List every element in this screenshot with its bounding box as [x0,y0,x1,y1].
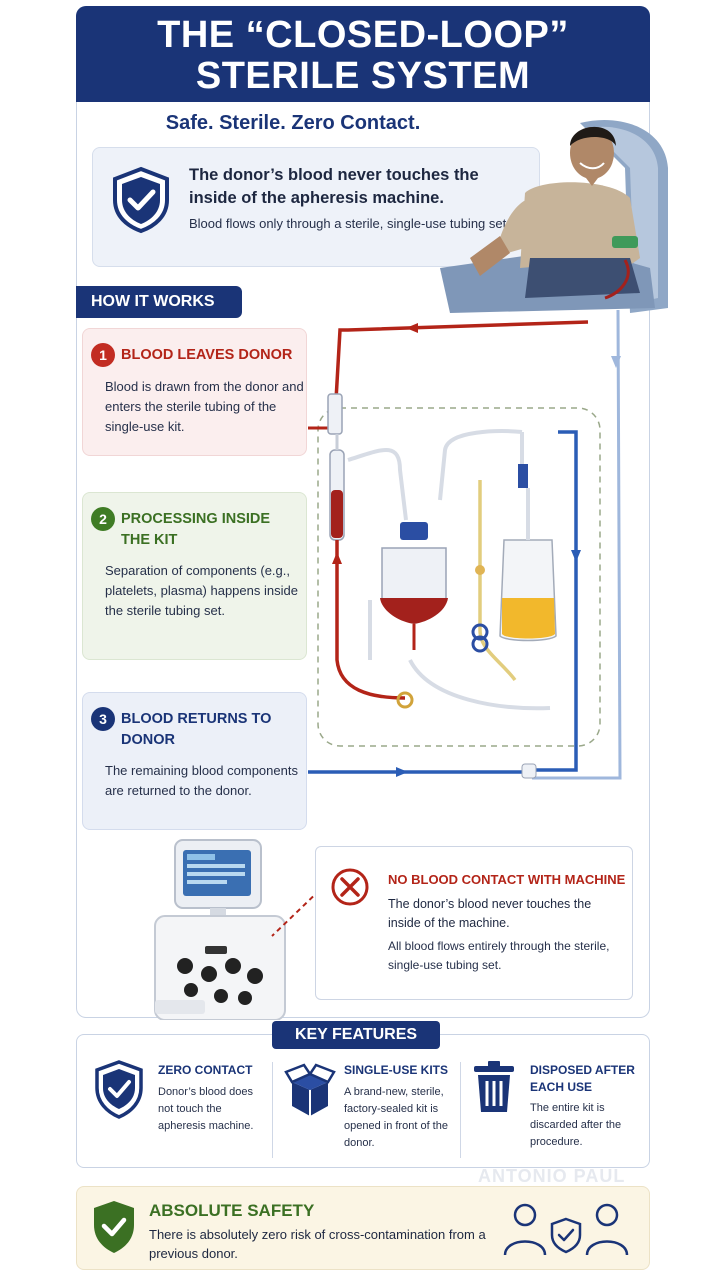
feature-3-title: DISPOSED AFTER EACH USE [530,1063,635,1094]
plasma-fluid [502,598,555,639]
sterile-kit-boundary [317,407,601,747]
no-contact-body-1: The donor’s blood never touches the insi… [388,897,592,930]
return-line [530,430,578,772]
return-to-donor-line [532,309,622,780]
bowl-blood [380,598,448,624]
blood-in-tube [331,490,343,538]
feature-1-body: Donor’s blood does not touch the apheres… [158,1086,254,1132]
subtitle: Safe. Sterile. Zero Contact. [165,112,421,134]
intro-body: Blood flows only through a sterile, sing… [189,216,510,231]
title-line-2: STERILE SYSTEM [195,55,531,97]
step-2-title: PROCESSING INSIDE THE KIT [121,511,271,548]
no-contact-callout: NO BLOOD CONTACT WITH MACHINE The donor’… [315,846,633,1000]
how-it-works-tab: HOW IT WORKS [76,286,242,318]
intro-callout: The donor’s blood never touches the insi… [92,147,540,267]
draw-line [334,320,589,401]
step-1-title: BLOOD LEAVES DONOR [121,347,293,363]
absolute-safety-banner: ABSOLUTE SAFETY There is absolutely zero… [76,1186,650,1270]
step-2-number: 2 [91,507,115,531]
drip-chamber [327,393,343,435]
return-arrow [396,767,408,777]
safety-title: ABSOLUTE SAFETY [149,1201,315,1220]
bowl-cap [400,522,428,540]
watermark: ANTONIO PAUL [478,1166,626,1186]
step-1-card: 1 BLOOD LEAVES DONOR Blood is drawn from… [82,328,307,456]
step-3-number: 3 [91,707,115,731]
shield-check-icon [94,1201,134,1253]
shield-check-icon [113,166,169,234]
x-circle-icon [331,868,369,906]
no-contact-title: NO BLOOD CONTACT WITH MACHINE [388,872,626,887]
red-return-path [335,540,406,700]
apheresis-machine-illustration [154,839,286,1020]
step-3-title: BLOOD RETURNS TO DONOR [121,711,272,748]
safety-body: There is absolutely zero risk of cross-c… [149,1227,486,1261]
trash-bin-icon [474,1061,514,1112]
donor-shield-donor-icon [503,1203,629,1256]
step-2-card: 2 PROCESSING INSIDE THE KIT Separation o… [82,492,307,660]
title-line-1: THE “CLOSED-LOOP” [157,14,569,56]
step-3-body: The remaining blood components are retur… [105,763,298,798]
feature-divider [272,1062,273,1158]
page-title: THE “CLOSED-LOOP” STERILE SYSTEM [76,6,650,102]
step-1-number: 1 [91,343,115,367]
no-contact-body-2: All blood flows entirely through the ste… [388,939,610,972]
step-3-card: 3 BLOOD RETURNS TO DONOR The remaining b… [82,692,307,830]
open-box-icon [284,1063,336,1116]
key-features-tab: KEY FEATURES [272,1021,440,1049]
draw-arrow [406,323,418,333]
feature-divider [460,1062,461,1158]
feature-1-title: ZERO CONTACT [158,1063,253,1077]
step-1-body: Blood is drawn from the donor and enters… [105,379,304,434]
centrifuge-bowl [381,547,447,601]
step-2-body: Separation of components (e.g., platelet… [105,563,298,618]
donor-person-illustration [440,120,668,313]
key-features-box [76,1034,650,1168]
intro-headline: The donor’s blood never touches the insi… [189,166,479,207]
tubing-kit-diagram [308,309,622,780]
feature-3-body: The entire kit is discarded after the pr… [530,1102,622,1148]
feature-2-title: SINGLE-USE KITS [344,1063,449,1077]
feature-2-body: A brand-new, sterile, factory-sealed kit… [344,1086,448,1149]
shield-check-icon [95,1060,143,1119]
plasma-line [478,480,517,682]
